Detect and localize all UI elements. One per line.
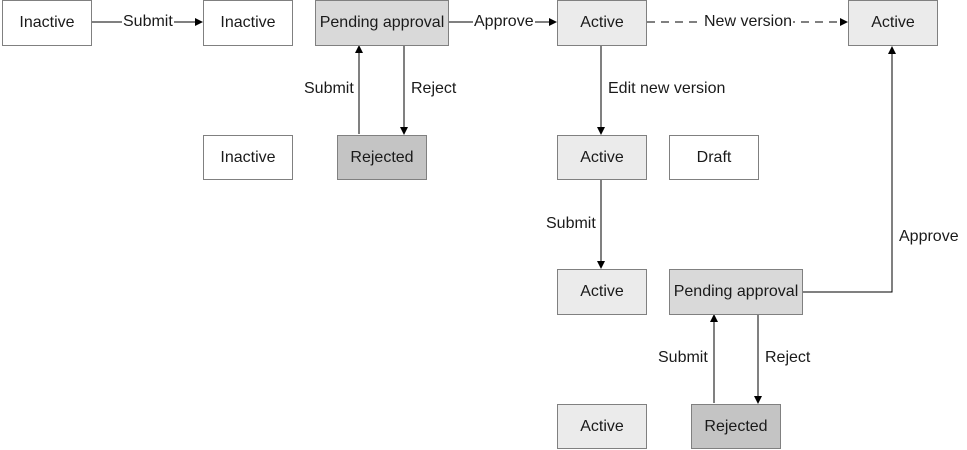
state-inactive-2: Inactive xyxy=(203,0,293,46)
state-draft: Draft xyxy=(669,135,759,180)
edge-label-approve-1: Approve xyxy=(473,13,535,30)
edge-label-submit-2: Submit xyxy=(303,80,355,97)
state-pending-approval-1: Pending approval xyxy=(315,0,449,46)
edge-label-submit-3: Submit xyxy=(545,215,597,232)
edge-label-reject-2: Reject xyxy=(764,349,812,366)
state-rejected-1: Rejected xyxy=(337,135,427,180)
state-inactive-3: Inactive xyxy=(203,135,293,180)
state-active-3: Active xyxy=(557,135,647,180)
edge-label-edit-new-version: Edit new version xyxy=(607,80,727,97)
state-active-1: Active xyxy=(557,0,647,46)
state-active-2: Active xyxy=(848,0,938,46)
state-rejected-2: Rejected xyxy=(691,404,781,449)
state-inactive-1: Inactive xyxy=(2,0,92,46)
edge-label-submit-1: Submit xyxy=(122,13,174,30)
state-pending-approval-2: Pending approval xyxy=(669,269,803,315)
edge-label-approve-2: Approve xyxy=(898,228,960,245)
edge-approve-2 xyxy=(803,46,896,293)
state-active-4: Active xyxy=(557,269,647,315)
state-active-5: Active xyxy=(557,404,647,449)
edge-label-new-version: New version xyxy=(703,13,794,30)
edge-label-submit-4: Submit xyxy=(657,349,709,366)
edge-label-reject-1: Reject xyxy=(410,80,458,97)
